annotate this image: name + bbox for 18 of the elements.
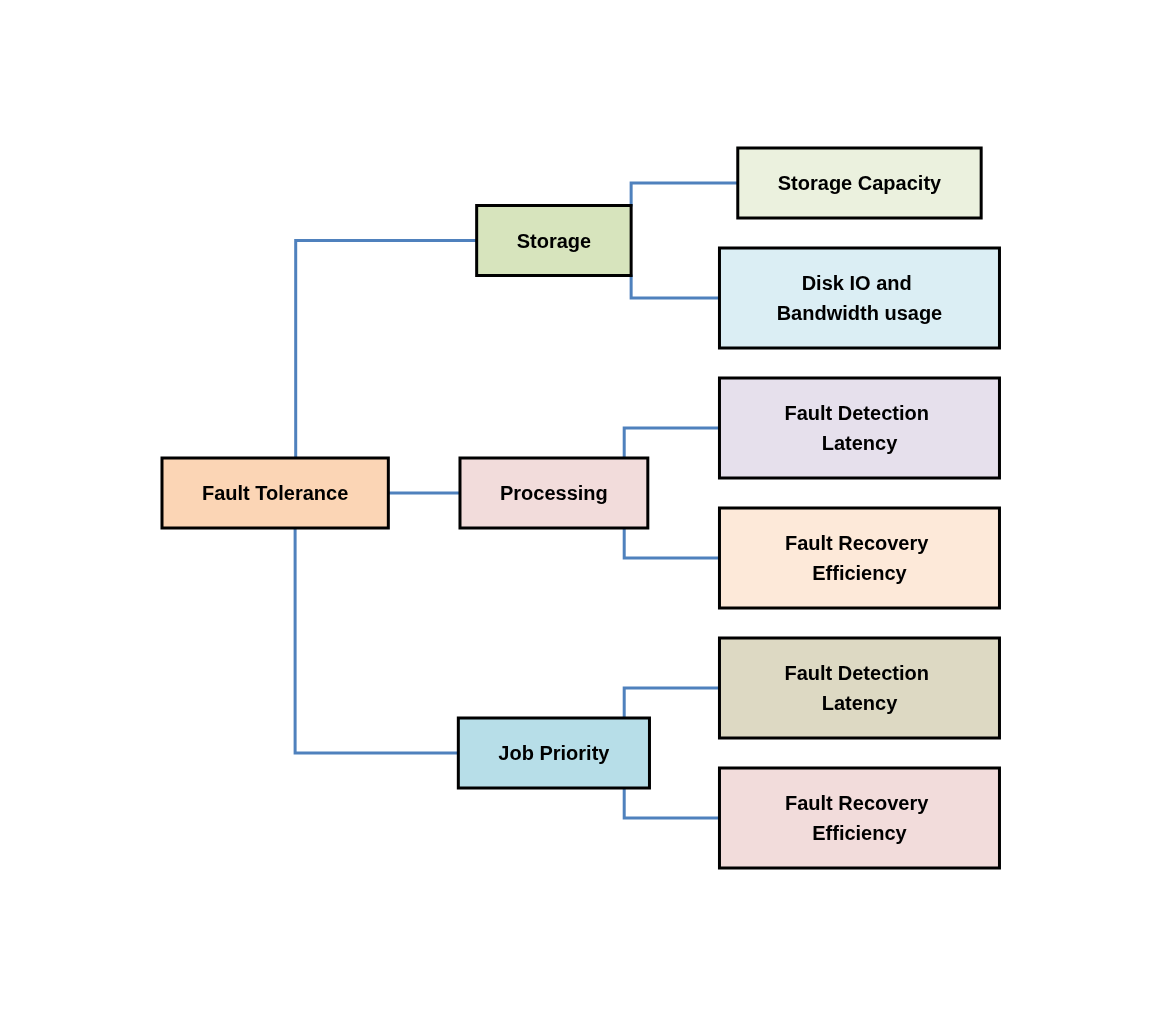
node-box: Storage bbox=[474, 204, 633, 277]
connector bbox=[629, 274, 720, 300]
node-box: Fault Detection Latency bbox=[717, 636, 1001, 740]
node-box: Processing bbox=[458, 456, 650, 530]
node-box: Storage Capacity bbox=[736, 146, 983, 220]
connector bbox=[629, 181, 738, 207]
node-box: Job Priority bbox=[456, 716, 651, 790]
connector bbox=[622, 528, 720, 560]
node-box: Fault Tolerance bbox=[160, 456, 390, 530]
connector bbox=[293, 239, 477, 458]
node-box: Fault Recovery Efficiency bbox=[717, 506, 1001, 610]
connector bbox=[622, 426, 720, 458]
connector bbox=[622, 686, 720, 718]
node-box: Fault Recovery Efficiency bbox=[717, 766, 1001, 870]
node-box: Fault Detection Latency bbox=[717, 376, 1001, 480]
connector bbox=[293, 528, 459, 755]
node-box: Disk IO and Bandwidth usage bbox=[717, 246, 1001, 350]
connector bbox=[622, 788, 720, 820]
